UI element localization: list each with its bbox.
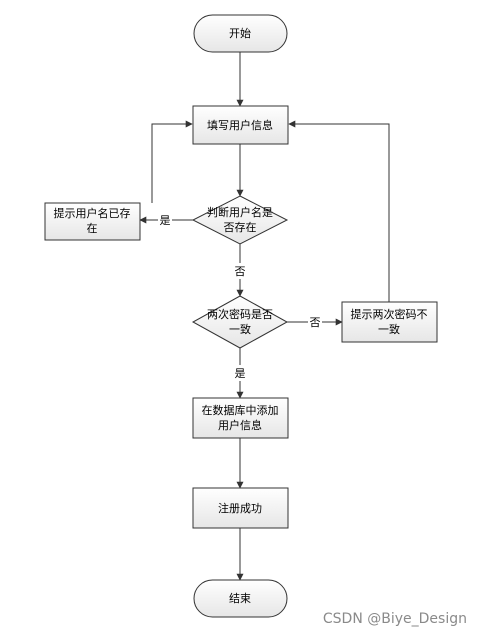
end-terminal — [193, 579, 288, 618]
start-label: 开始 — [229, 26, 251, 40]
nodes — [44, 14, 438, 618]
password-check-label-line1: 两次密码是否 — [207, 307, 273, 321]
check-exists-diamond — [191, 195, 289, 245]
success-box — [192, 487, 289, 529]
exists-no-label: 否 — [235, 265, 246, 278]
edge-label-bg — [158, 212, 172, 228]
edge-prompt-back-to-fill — [151, 120, 193, 203]
password-yes-label: 是 — [235, 367, 246, 380]
add-db-label-line1: 在数据库中添加 — [202, 403, 279, 417]
add-db-label-line2: 用户信息 — [218, 418, 262, 432]
end-label: 结束 — [229, 592, 251, 605]
check-exists-label-line1: 判断用户名是 — [207, 205, 273, 219]
start-terminal — [193, 14, 288, 53]
fill-info-box — [192, 105, 289, 145]
mismatch-prompt-label-line1: 提示两次密码不 — [351, 307, 428, 321]
success-label: 注册成功 — [218, 501, 262, 515]
edge-label-bg — [308, 314, 322, 330]
watermark: CSDN @Biye_Design — [322, 611, 467, 627]
password-no-label: 否 — [310, 316, 321, 329]
node-labels: 开始 填写用户信息 判断用户名是 否存在 提示用户名已存 在 两次密码是否 一致… — [54, 26, 428, 605]
password-check-diamond — [191, 295, 289, 349]
mismatch-prompt-box — [341, 301, 438, 343]
exists-yes-label: 是 — [160, 214, 171, 227]
password-check-label-line2: 一致 — [229, 322, 251, 336]
edge-label-bg — [233, 365, 247, 381]
exists-prompt-label-line2: 在 — [87, 222, 98, 235]
add-db-box — [192, 397, 289, 439]
exists-prompt-label-line1: 提示用户名已存 — [54, 206, 131, 220]
edge-label-bg — [233, 263, 247, 279]
edge-mismatch-back-to-fill — [288, 120, 390, 302]
check-exists-label-line2: 否存在 — [224, 220, 257, 234]
mismatch-prompt-label-line2: 一致 — [378, 322, 400, 336]
exists-prompt-box — [44, 202, 141, 241]
edge-labels: 是 否 否 是 — [158, 212, 322, 381]
fill-info-label: 填写用户信息 — [207, 118, 273, 132]
